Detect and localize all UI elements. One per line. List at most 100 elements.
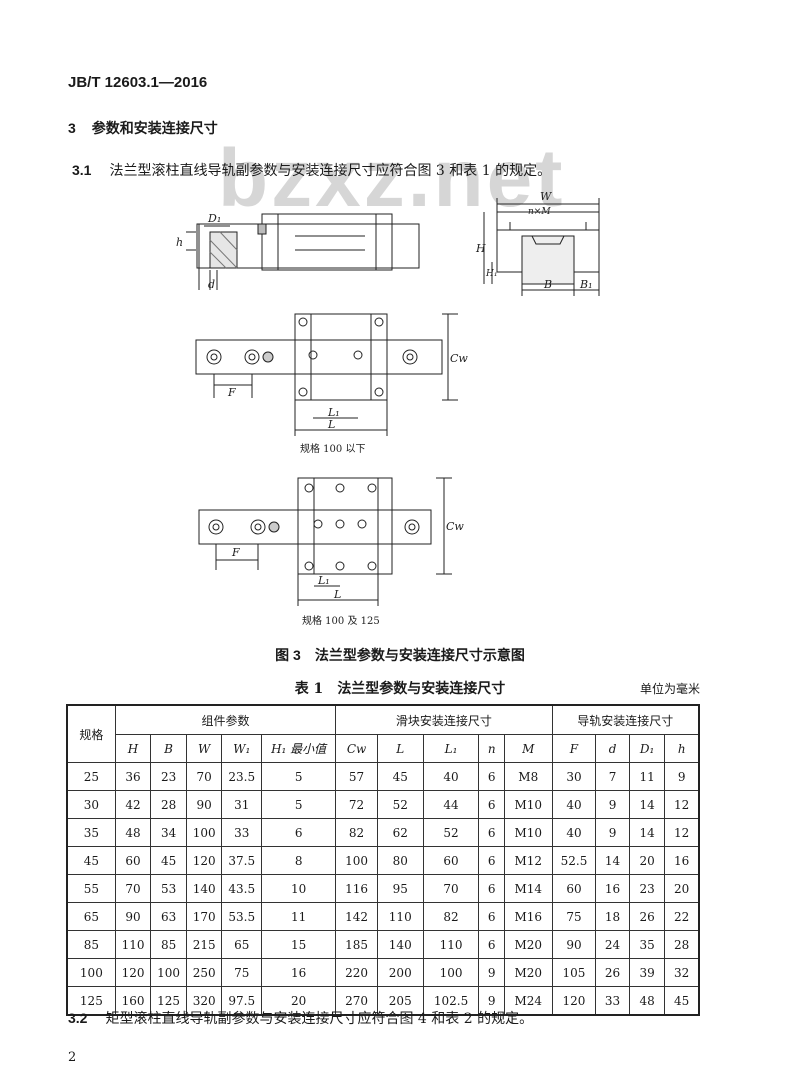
table-cell: 24 [595,930,630,959]
spec-cell: 45 [66,846,116,875]
header-spec: 规格 [66,704,116,763]
table-cell: 6 [478,762,505,791]
column-header: L [376,734,424,763]
spec-cell: 65 [66,902,116,931]
table-cell: M20 [503,930,553,959]
column-header: n [478,734,505,763]
label-H1: H₁ [485,269,497,279]
table-cell: 6 [261,818,337,847]
table-cell: 16 [664,846,700,875]
table-cell: 82 [335,818,378,847]
table-cell: 23.5 [221,762,263,791]
table-cell: 120 [185,846,223,875]
table-cell: 16 [595,874,630,903]
clause-3-2-number: 3.2 [68,1010,88,1026]
table-cell: 40 [422,762,480,791]
figure-title: 法兰型参数与安装连接尺寸示意图 [314,648,525,664]
watermark: bzxz.net [218,133,566,224]
table-cell: 60 [114,846,152,875]
table-cell: 33 [595,986,630,1016]
table-cell: 95 [376,874,424,903]
table-cell: 53 [150,874,187,903]
table-cell: 6 [478,818,505,847]
table-cell: 32 [664,958,700,987]
table-cell: 90 [551,930,597,959]
table-cell: 11 [261,902,337,931]
label-Cw-2: Cw [446,520,464,533]
table-cell: 44 [422,790,480,819]
side-view-drawing [186,213,420,290]
section-number: 3 [68,120,76,136]
table-cell: 220 [335,958,378,987]
column-header: B [150,734,187,763]
plan-view-1-drawing [195,313,458,436]
table-cell: 45 [664,986,700,1016]
table-cell: 40 [551,790,597,819]
clause-3-2-text: 矩型滚柱直线导轨副参数与安装连接尺寸应符合图 4 和表 2 的规定。 [105,1011,534,1027]
figure-3-drawing: D₁ h d W n×M H H₁ B B₁ F Cw L₁ L F Cw L₁… [176,190,600,627]
table-cell: 185 [335,930,378,959]
table-cell: 100 [422,958,480,987]
table-cell: 100 [185,818,223,847]
table-cell: 110 [422,930,480,959]
table-cell: 52 [376,790,424,819]
column-header: W [185,734,223,763]
column-header: W₁ [221,734,263,763]
table-cell: 100 [335,846,378,875]
table-cell: 125 [150,986,187,1016]
header-rail: 导轨安装连接尺寸 [551,704,700,735]
front-view-drawing [483,198,600,296]
label-Cw-1: Cw [450,352,468,365]
table-cell: 15 [261,930,337,959]
header-component: 组件参数 [114,704,337,735]
column-header: d [595,734,630,763]
table-cell: M16 [503,902,553,931]
table-cell: 16 [261,958,337,987]
table-title: 法兰型参数与安装连接尺寸 [337,681,506,697]
top-view-caption: 规格 100 以下 [300,442,365,455]
table-cell: 9 [478,986,505,1016]
column-header: Cw [335,734,378,763]
table-cell: 6 [478,902,505,931]
table-cell: 105 [551,958,597,987]
table-cell: 35 [628,930,666,959]
label-L1-1: L₁ [327,406,340,419]
table-cell: 20 [628,846,666,875]
table-cell: 90 [114,902,152,931]
label-W: W [540,190,553,203]
column-header: M [503,734,553,763]
table-cell: 160 [114,986,152,1016]
spec-cell: 100 [66,958,116,987]
spec-cell: 30 [66,790,116,819]
table-cell: 28 [150,790,187,819]
table-unit: 单位为毫米 [639,682,700,696]
table-cell: M12 [503,846,553,875]
table-cell: 52 [422,818,480,847]
plan-view-2-drawing [198,477,452,606]
clause-3-1-number: 3.1 [72,162,92,178]
table-cell: 22 [664,902,700,931]
table-cell: 120 [551,986,597,1016]
table-cell: 5 [261,790,337,819]
table-cell: 34 [150,818,187,847]
table-cell: 63 [150,902,187,931]
table-cell: 65 [221,930,263,959]
table-cell: 9 [595,818,630,847]
table-cell: 6 [478,874,505,903]
table-cell: 270 [335,986,378,1016]
table-cell: 7 [595,762,630,791]
table-cell: 30 [551,762,597,791]
table-cell: 33 [221,818,263,847]
page-number: 2 [68,1050,77,1065]
table-cell: M24 [503,986,553,1016]
table-cell: 14 [595,846,630,875]
